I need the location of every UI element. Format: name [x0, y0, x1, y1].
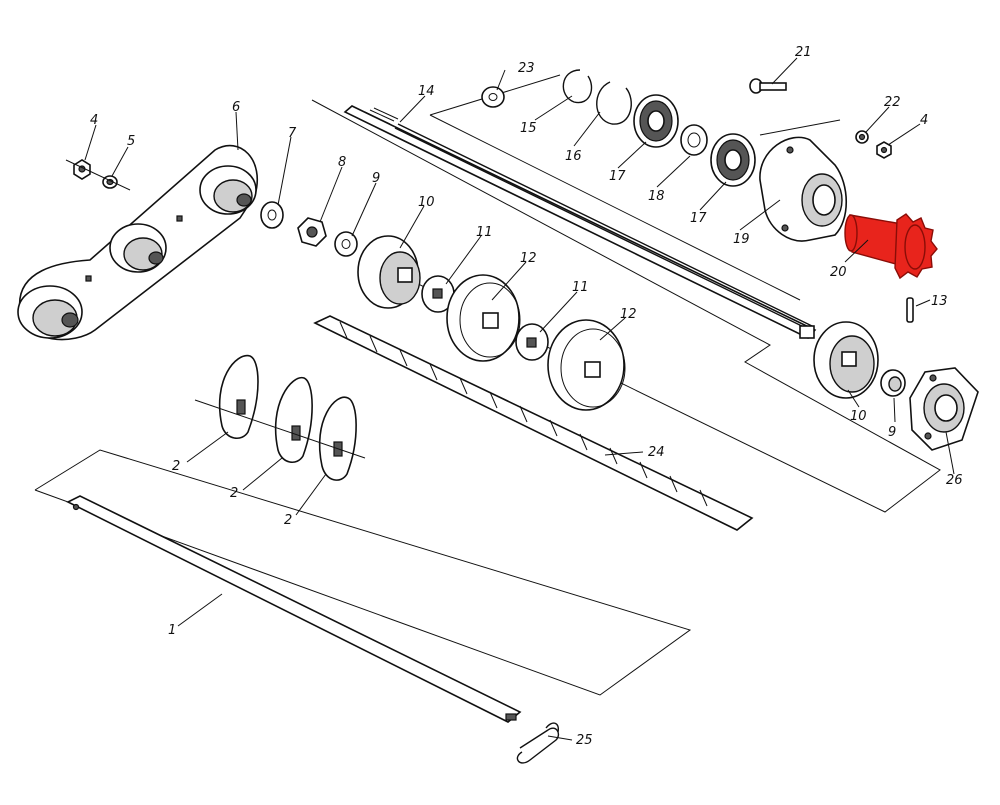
leader-lines	[84, 57, 955, 741]
washer-9-right	[880, 369, 906, 397]
nut-8	[297, 217, 327, 247]
sprocket-shaft-20[interactable]	[844, 213, 938, 280]
hub-10-right	[813, 321, 879, 399]
label-17a: 17	[609, 169, 626, 184]
label-26: 26	[946, 473, 963, 488]
label-20: 20	[830, 265, 847, 280]
label-21: 21	[795, 45, 812, 60]
link-plate	[17, 144, 258, 341]
label-19: 19	[733, 232, 750, 247]
washer-9-left	[334, 231, 358, 257]
disc-12-right	[547, 319, 626, 411]
label-22: 22	[884, 95, 901, 110]
circlip-16	[596, 81, 632, 125]
label-10b: 10	[850, 409, 867, 424]
pin-13	[906, 297, 914, 323]
assembly-outline-upper	[311, 74, 941, 513]
disc-12-left	[446, 274, 521, 362]
label-2a: 2	[172, 459, 180, 474]
label-24: 24	[648, 445, 665, 460]
hub-10-left	[357, 235, 421, 309]
lever-2-c	[318, 396, 357, 481]
bearing-housing-19	[759, 136, 848, 242]
label-7: 7	[288, 126, 297, 141]
comb-strip-24	[313, 315, 754, 531]
label-15: 15	[520, 121, 537, 136]
label-5: 5	[127, 134, 135, 149]
nut-4-left	[73, 159, 91, 180]
bearing-17-right	[710, 133, 756, 187]
bar-1	[66, 495, 522, 723]
nut-4-right	[876, 141, 892, 159]
cotter-pin-25	[516, 722, 560, 764]
bolt-21	[749, 78, 787, 94]
label-11a: 11	[476, 225, 493, 240]
part-labels: 1 2 2 2 4 4 5 6 7 8 9 9 10 10 11 11 12 1…	[90, 45, 963, 748]
washer-7	[260, 201, 284, 229]
label-25: 25	[576, 733, 593, 748]
label-6: 6	[232, 100, 240, 115]
label-16: 16	[565, 149, 582, 164]
label-18: 18	[648, 189, 665, 204]
label-2b: 2	[230, 486, 238, 501]
label-14: 14	[418, 84, 435, 99]
label-17b: 17	[690, 211, 707, 226]
label-13: 13	[931, 294, 948, 309]
lever-2-a	[218, 354, 259, 439]
spacer-18	[680, 124, 708, 156]
label-11b: 11	[572, 280, 589, 295]
spacer-11-right	[515, 323, 549, 361]
lever-2-b	[274, 377, 313, 463]
snap-ring-15	[562, 69, 593, 104]
washer-22	[855, 130, 869, 144]
label-2c: 2	[284, 513, 292, 528]
label-12a: 12	[520, 251, 537, 266]
bearing-flange-26	[909, 367, 979, 451]
shaft-14	[343, 105, 817, 339]
label-8: 8	[338, 155, 346, 170]
label-12b: 12	[620, 307, 637, 322]
assembly-outline-lower	[34, 449, 692, 696]
label-23: 23	[518, 61, 535, 76]
label-9b: 9	[888, 425, 896, 440]
label-1: 1	[168, 623, 176, 638]
label-10a: 10	[418, 195, 435, 210]
label-4a: 4	[90, 113, 98, 128]
label-4b: 4	[920, 113, 928, 128]
washer-23	[481, 86, 505, 108]
label-9a: 9	[372, 171, 380, 186]
bearing-17-left	[633, 94, 679, 148]
